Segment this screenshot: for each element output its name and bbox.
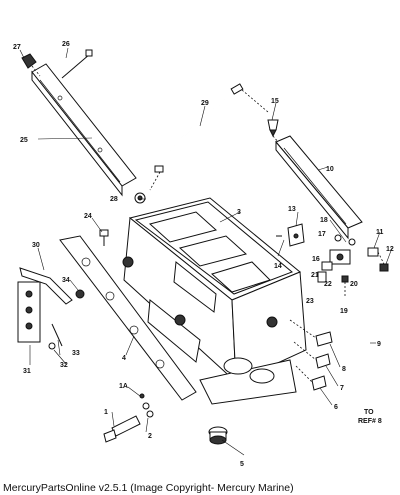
- callout-5: 5: [240, 461, 244, 468]
- pressure-regulator-assembly: [317, 234, 356, 298]
- callout-18: 18: [320, 217, 328, 224]
- callout-8: 8: [342, 366, 346, 373]
- callout-26: 26: [62, 41, 70, 48]
- elbow-fitting-part: [134, 192, 146, 204]
- fuel-rail-left: [31, 63, 137, 197]
- intake-manifold: [122, 197, 307, 405]
- callout-labels: 1 1A 2 3 4 5 6 7 8 9 10 11 12 13 14 15 1…: [13, 41, 394, 468]
- fuel-rail-right: [275, 135, 363, 240]
- callout-25: 25: [20, 137, 28, 144]
- callout-23: 23: [306, 298, 314, 305]
- callout-30: 30: [32, 242, 40, 249]
- manifold-bolt: [99, 229, 109, 246]
- callout-29: 29: [201, 100, 209, 107]
- callout-4: 4: [122, 355, 126, 362]
- callout-1: 1: [104, 409, 108, 416]
- callout-12: 12: [386, 246, 394, 253]
- callout-24: 24: [84, 213, 92, 220]
- callout-16: 16: [312, 256, 320, 263]
- callout-13: 13: [288, 206, 296, 213]
- callout-27: 27: [13, 44, 21, 51]
- exploded-parts-diagram: 1 1A 2 3 4 5 6 7 8 9 10 11 12 13 14 15 1…: [13, 41, 394, 468]
- callout-2: 2: [148, 433, 152, 440]
- sensor-part: [208, 426, 228, 445]
- callout-32: 32: [60, 362, 68, 369]
- callout-34: 34: [62, 277, 70, 284]
- callout-33: 33: [72, 350, 80, 357]
- fitting-part: [21, 53, 41, 77]
- note-to: TO: [364, 409, 374, 416]
- bracket-assembly: [17, 267, 73, 343]
- callout-28: 28: [110, 196, 118, 203]
- fuel-line-part: [149, 83, 269, 191]
- intake-gasket: [59, 235, 197, 401]
- callout-3: 3: [237, 209, 241, 216]
- callout-20: 20: [350, 281, 358, 288]
- callout-10: 10: [326, 166, 334, 173]
- callout-22: 22: [324, 281, 332, 288]
- callout-1a: 1A: [119, 383, 128, 390]
- hose-fittings: [289, 319, 333, 391]
- callout-21: 21: [311, 272, 319, 279]
- callout-19: 19: [340, 308, 348, 315]
- callout-6: 6: [334, 404, 338, 411]
- cap-fitting-part: [367, 247, 389, 272]
- callout-9: 9: [377, 341, 381, 348]
- callout-14: 14: [274, 263, 282, 270]
- note-ref: REF# 8: [358, 418, 382, 425]
- callout-17: 17: [318, 231, 326, 238]
- leader-lines: [19, 47, 393, 456]
- callout-7: 7: [340, 385, 344, 392]
- fuel-injector-part: [103, 393, 154, 443]
- bolt-part: [61, 49, 93, 79]
- callout-15: 15: [271, 98, 279, 105]
- copyright-footer: MercuryPartsOnline v2.5.1 (Image Copyrig…: [3, 482, 294, 494]
- callout-11: 11: [376, 229, 384, 236]
- bracket-part: [287, 223, 305, 247]
- stud-parts: [48, 289, 85, 350]
- callout-31: 31: [23, 368, 31, 375]
